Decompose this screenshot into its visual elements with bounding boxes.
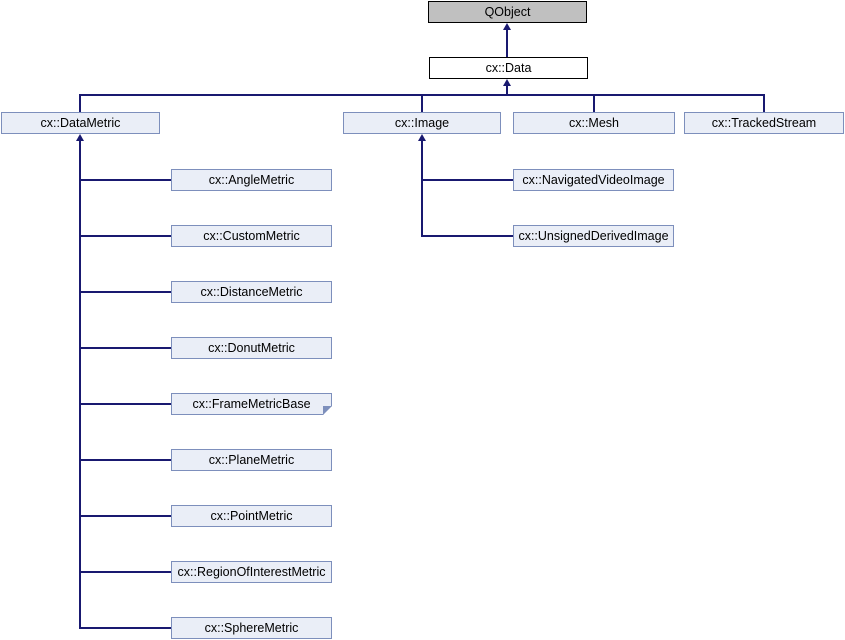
edge-to-distancemetric [79,291,171,293]
edge-to-unsignedderivedimage [421,235,513,237]
edge-data-bus [506,85,508,95]
edge-bus-image [421,94,423,112]
node-label: cx::TrackedStream [711,116,817,130]
node-label: cx::PointMetric [210,509,293,523]
edge-to-spheremetric [79,627,171,629]
edge-bus-datametric [79,94,81,112]
node-cx-pointmetric[interactable]: cx::PointMetric [171,505,332,527]
node-cx-distancemetric[interactable]: cx::DistanceMetric [171,281,332,303]
node-label: cx::NavigatedVideoImage [522,173,665,187]
edge-to-planemetric [79,459,171,461]
edge-to-navigatedvideoimage [421,179,513,181]
edge-to-framemetricbase [79,403,171,405]
node-label: cx::DistanceMetric [200,285,303,299]
node-cx-data: cx::Data [429,57,588,79]
node-label: cx::DonutMetric [208,341,295,355]
node-cx-regionofinterestmetric[interactable]: cx::RegionOfInterestMetric [171,561,332,583]
node-cx-trackedstream[interactable]: cx::TrackedStream [684,112,844,134]
node-cx-custommetric[interactable]: cx::CustomMetric [171,225,332,247]
edge-qobject-data [506,29,508,57]
edge-to-regionofinterestmetric [79,571,171,573]
edge-bus-mesh [593,94,595,112]
node-label: cx::DataMetric [40,116,121,130]
node-cx-navigatedvideoimage[interactable]: cx::NavigatedVideoImage [513,169,674,191]
arrowhead-to-data [503,79,511,86]
truncated-corner-fold [323,406,332,415]
node-label: cx::PlaneMetric [208,453,295,467]
arrowhead-to-image [418,134,426,141]
node-label: cx::Data [485,61,532,75]
edge-datametric-trunk [79,140,81,629]
node-cx-mesh[interactable]: cx::Mesh [513,112,675,134]
node-cx-datametric[interactable]: cx::DataMetric [1,112,160,134]
edge-to-anglemetric [79,179,171,181]
arrowhead-to-datametric [76,134,84,141]
node-qobject: QObject [428,1,587,23]
node-label: QObject [484,5,531,19]
edge-to-pointmetric [79,515,171,517]
node-label: cx::AngleMetric [208,173,295,187]
arrowhead-to-qobject [503,23,511,30]
node-label: cx::SphereMetric [204,621,299,635]
node-label: cx::Mesh [568,116,619,130]
node-cx-framemetricbase[interactable]: cx::FrameMetricBase [171,393,332,415]
node-cx-unsignedderivedimage[interactable]: cx::UnsignedDerivedImage [513,225,674,247]
node-label: cx::RegionOfInterestMetric [177,565,326,579]
node-label: cx::Image [394,116,450,130]
node-label: cx::FrameMetricBase [192,397,311,411]
node-cx-spheremetric[interactable]: cx::SphereMetric [171,617,332,639]
edge-image-trunk [421,140,423,237]
node-cx-anglemetric[interactable]: cx::AngleMetric [171,169,332,191]
node-cx-donutmetric[interactable]: cx::DonutMetric [171,337,332,359]
edge-bus-trackedstream [763,94,765,112]
edge-to-custommetric [79,235,171,237]
node-cx-image[interactable]: cx::Image [343,112,501,134]
node-label: cx::CustomMetric [203,229,300,243]
node-cx-planemetric[interactable]: cx::PlaneMetric [171,449,332,471]
node-label: cx::UnsignedDerivedImage [518,229,669,243]
edge-to-donutmetric [79,347,171,349]
